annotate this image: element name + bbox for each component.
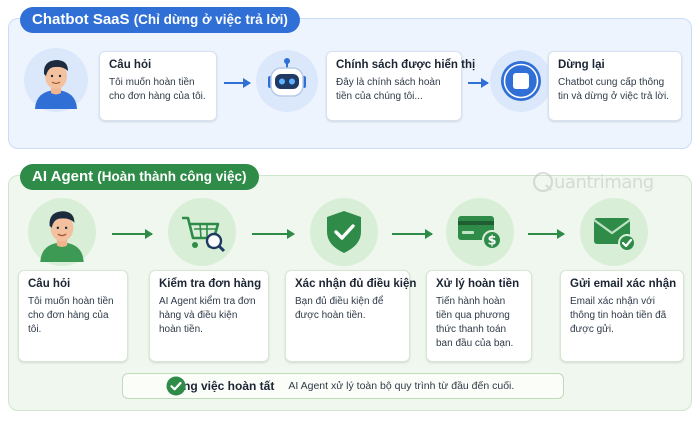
ai-agent-title: AI Agent (32, 168, 94, 185)
email-check-icon (580, 198, 648, 266)
card-body: AI Agent kiểm tra đơn hàng và điều kiện … (159, 296, 256, 335)
arrow-right-icon (392, 229, 433, 239)
card-body: Đây là chính sách hoàn tiền của chúng tô… (336, 77, 441, 102)
task-complete-description: AI Agent xử lý toàn bộ quy trình từ đầu … (288, 380, 515, 392)
arrow-right-icon (468, 78, 489, 88)
card-body: Tiến hành hoàn tiền qua phương thức than… (436, 296, 514, 349)
arrow-right-icon (224, 78, 251, 88)
chatbot-question-card: Câu hỏi Tôi muốn hoàn tiền cho đơn hàng … (99, 51, 217, 121)
agent-check-order-card: Kiểm tra đơn hàng AI Agent kiểm tra đơn … (149, 270, 269, 362)
user-avatar-icon (28, 198, 96, 266)
user-avatar-icon (24, 48, 88, 112)
svg-text:$: $ (487, 234, 496, 249)
card-body: Tôi muốn hoàn tiền cho đơn hàng của tôi. (109, 77, 206, 102)
chatbot-policy-card: Chính sách được hiển thị Đây là chính sá… (326, 51, 476, 121)
card-heading: Câu hỏi (28, 278, 71, 290)
chatbot-subtitle: (Chỉ dừng ở việc trả lời) (133, 12, 288, 27)
chatbot-stop-card: Dừng lại Chatbot cung cấp thông tin và d… (548, 51, 682, 121)
agent-refund-card: Xử lý hoàn tiền Tiến hành hoàn tiền qua … (426, 270, 532, 362)
card-heading: Xử lý hoàn tiền (436, 278, 520, 290)
agent-eligibility-card: Xác nhận đủ điều kiện Bạn đủ điều kiện đ… (285, 270, 417, 362)
card-heading: Xác nhận đủ điều kiện (295, 278, 417, 290)
watermark-text: uantrimang (554, 171, 654, 193)
ai-agent-section-title: AI Agent (Hoàn thành công việc) (20, 164, 259, 190)
robot-icon (256, 50, 318, 112)
card-heading: Câu hỏi (109, 59, 152, 71)
card-body: Email xác nhận với thông tin hoàn tiền đ… (570, 296, 667, 335)
arrow-right-icon (252, 229, 295, 239)
card-heading: Dừng lại (558, 59, 605, 71)
chatbot-section-title: Chatbot SaaS (Chỉ dừng ở việc trả lời) (20, 7, 300, 33)
watermark-logo: uantrimang (532, 171, 654, 193)
agent-email-card: Gửi email xác nhận Email xác nhận với th… (560, 270, 684, 362)
card-body: Chatbot cung cấp thông tin và dừng ở việ… (558, 77, 669, 102)
card-body: Bạn đủ điều kiện để được hoàn tiền. (295, 296, 384, 321)
shield-check-icon (310, 198, 378, 266)
stop-icon (490, 50, 552, 112)
card-heading: Kiểm tra đơn hàng (159, 278, 262, 290)
agent-question-card: Câu hỏi Tôi muốn hoàn tiền cho đơn hàng … (18, 270, 128, 362)
arrow-right-icon (528, 229, 565, 239)
check-circle-icon (166, 376, 186, 401)
card-body: Tôi muốn hoàn tiền cho đơn hàng của tôi. (28, 296, 114, 335)
task-complete-title: Công việc hoàn tất (167, 379, 275, 393)
ai-agent-subtitle: (Hoàn thành công việc) (97, 169, 247, 184)
shopping-cart-icon (168, 198, 236, 266)
payment-card-icon: $ (446, 198, 514, 266)
task-complete-bar: Công việc hoàn tất AI Agent xử lý toàn b… (122, 373, 564, 399)
arrow-right-icon (112, 229, 153, 239)
card-heading: Gửi email xác nhận (570, 278, 677, 290)
card-heading: Chính sách được hiển thị (336, 59, 476, 71)
chatbot-title: Chatbot SaaS (32, 11, 130, 28)
